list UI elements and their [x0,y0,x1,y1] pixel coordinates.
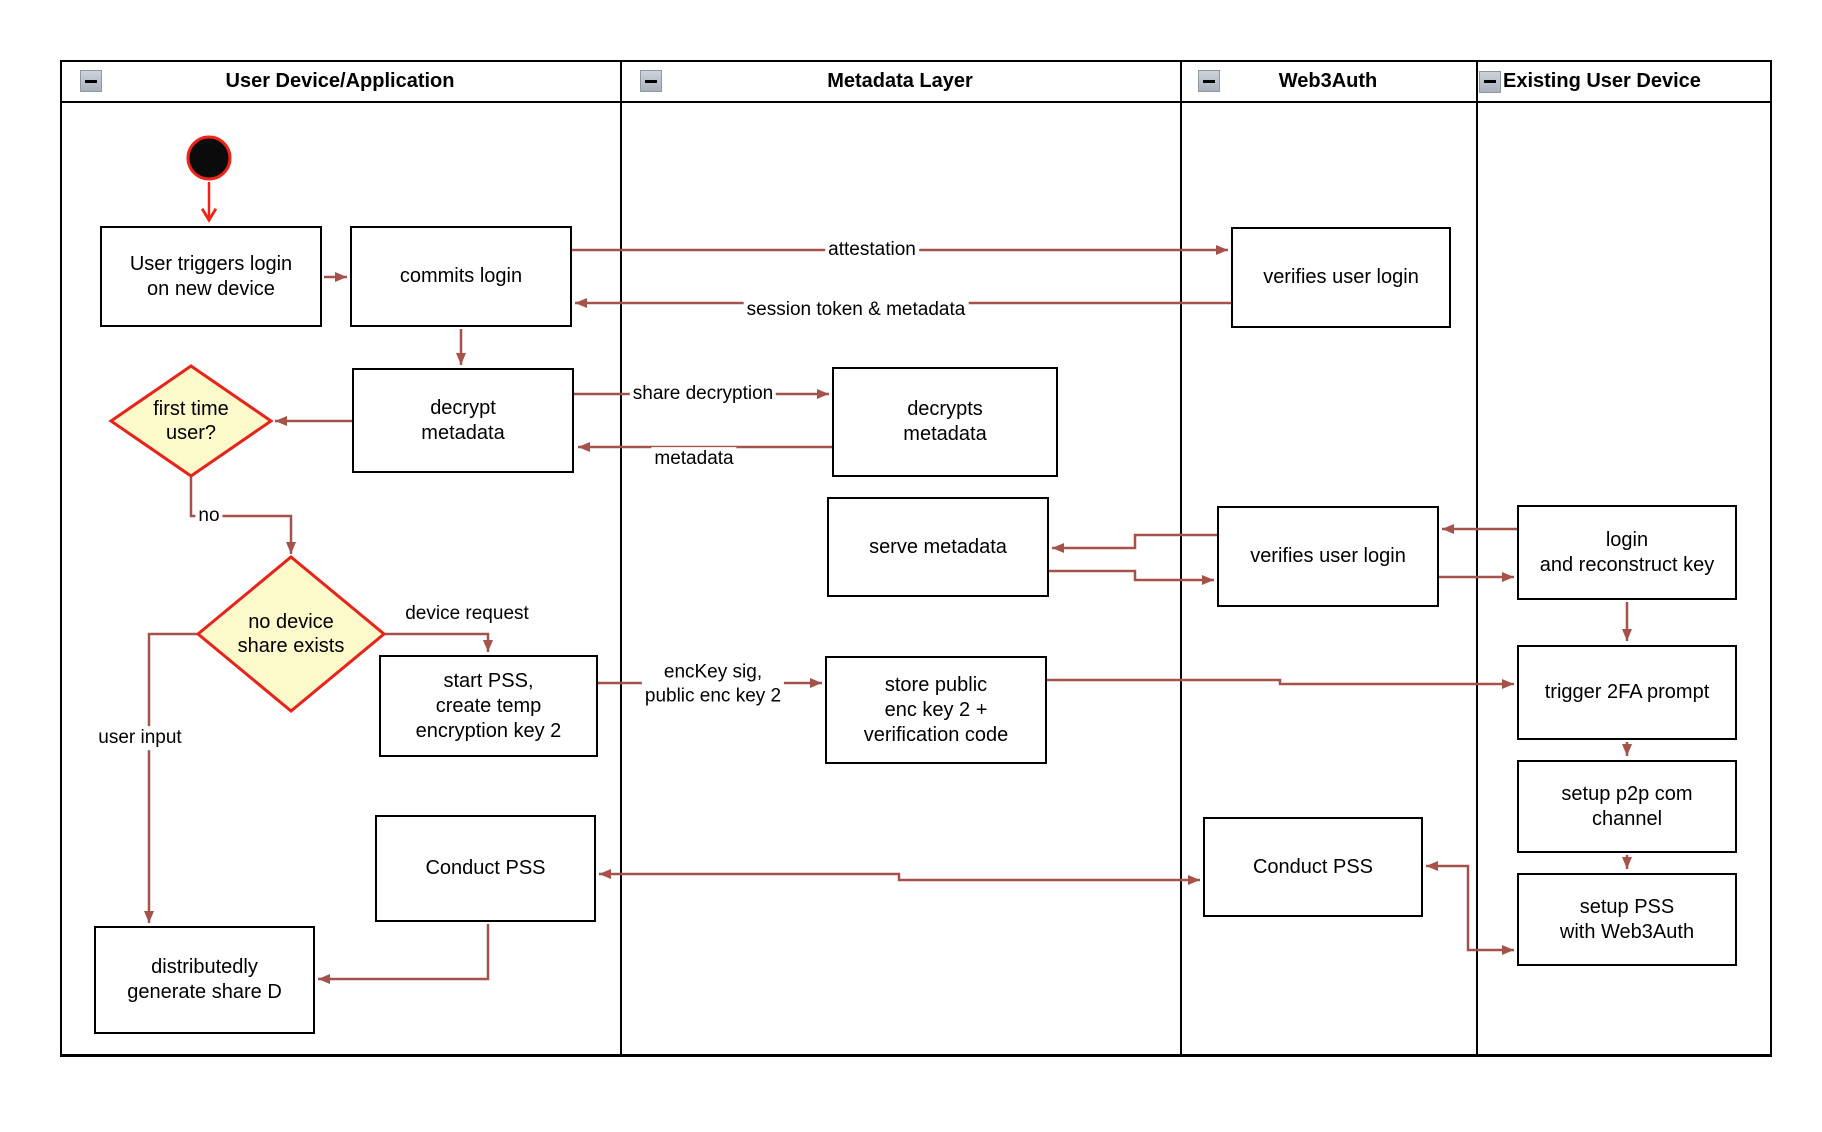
lane-divider-1 [620,60,622,1057]
edge-label-user-input: user input [95,726,185,750]
node-commits-login: commits login [350,226,572,327]
node-setup-p2p-channel: setup p2p com channel [1517,760,1737,853]
edge-label-enckey-sig: encKey sig, public enc key 2 [641,660,785,708]
lane-divider-2 [1180,60,1182,1057]
decision-label-first-time-user: first time user? [153,398,229,444]
node-generate-share-d: distributedly generate share D [94,926,315,1034]
collapse-minus-icon[interactable] [1198,70,1220,92]
edge-label-device-request: device request [402,602,532,626]
node-login-reconstruct-key: login and reconstruct key [1517,505,1737,600]
lane-header-user-device: User Device/Application [62,62,618,101]
minus-bar [85,79,97,83]
node-decrypt-metadata: decrypt metadata [352,368,574,473]
lane-title: Metadata Layer [827,70,973,92]
lane-title: User Device/Application [225,70,455,92]
lane-divider-3 [1476,60,1478,1057]
node-serve-metadata: serve metadata [827,497,1049,597]
lane-header-existing-user-device: Existing User Device [1479,62,1770,101]
node-conduct-pss-web3auth: Conduct PSS [1203,817,1423,917]
node-user-triggers-login: User triggers login on new device [100,226,322,327]
edge-label-attestation: attestation [825,238,919,262]
minus-bar [1484,80,1496,83]
lane-header-web3auth: Web3Auth [1182,62,1474,101]
decision-label-no-device-share: no device share exists [237,611,345,657]
node-trigger-2fa-prompt: trigger 2FA prompt [1517,645,1737,740]
lane-header-metadata-layer: Metadata Layer [622,62,1178,101]
node-verifies-user-login-1: verifies user login [1231,227,1451,328]
node-decrypts-metadata: decrypts metadata [832,367,1058,477]
node-setup-pss-web3auth: setup PSS with Web3Auth [1517,873,1737,966]
collapse-minus-icon[interactable] [640,70,662,92]
node-store-public-enc-key: store public enc key 2 + verification co… [825,656,1047,764]
lane-title: Existing User Device [1503,70,1701,92]
lane-title: Web3Auth [1278,70,1378,92]
edge-label-metadata: metadata [651,447,737,471]
minus-bar [645,79,657,83]
edge-label-session-token: session token & metadata [743,298,969,322]
node-conduct-pss-app: Conduct PSS [375,815,596,922]
lane-header-separator [60,101,1772,103]
collapse-minus-icon[interactable] [80,70,102,92]
node-start-pss: start PSS, create temp encryption key 2 [379,655,598,757]
node-verifies-user-login-2: verifies user login [1217,506,1439,607]
minus-bar [1203,79,1215,83]
edge-label-share-decryption: share decryption [629,382,777,406]
collapse-minus-icon[interactable] [1479,70,1501,93]
edge-label-no: no [195,504,223,528]
